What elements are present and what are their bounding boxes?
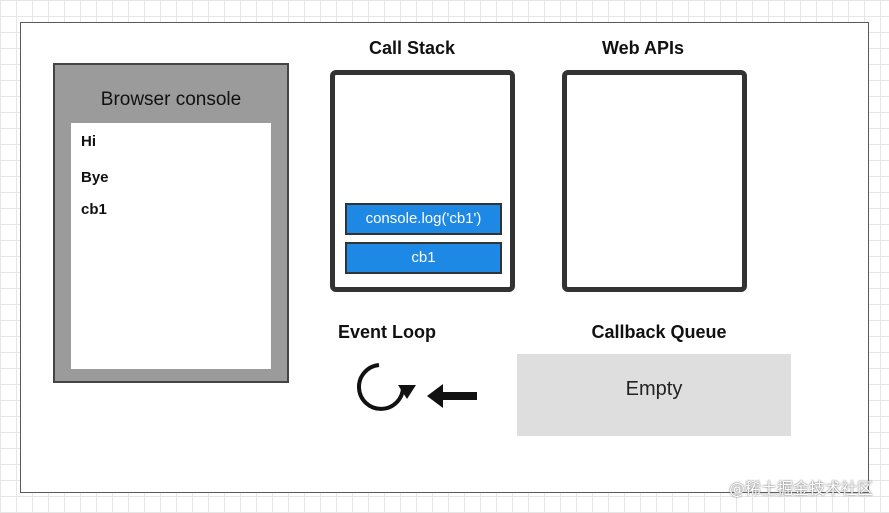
- browser-console-title: Browser console: [100, 89, 242, 110]
- loop-arrow-icon: [357, 363, 416, 411]
- callback-queue-title: Callback Queue: [591, 322, 727, 342]
- console-line: Bye: [81, 169, 109, 186]
- call-stack-frame: cb1: [345, 242, 502, 274]
- call-stack-frame: console.log('cb1'): [345, 203, 502, 235]
- console-output-area: Hi Bye cb1: [71, 123, 271, 369]
- event-loop-title: Event Loop: [338, 322, 436, 342]
- watermark: @稀土掘金技术社区: [728, 479, 873, 498]
- web-apis-title: Web APIs: [601, 38, 685, 58]
- left-arrow-icon: [427, 384, 477, 408]
- call-stack-title: Call Stack: [368, 38, 456, 58]
- browser-console-panel: Browser console Hi Bye cb1: [53, 63, 289, 383]
- callback-queue-content: Empty: [625, 378, 683, 400]
- console-line: cb1: [81, 201, 107, 218]
- web-apis-box: [562, 70, 747, 292]
- console-line: Hi: [81, 133, 96, 150]
- callback-queue-box: Empty: [517, 354, 791, 436]
